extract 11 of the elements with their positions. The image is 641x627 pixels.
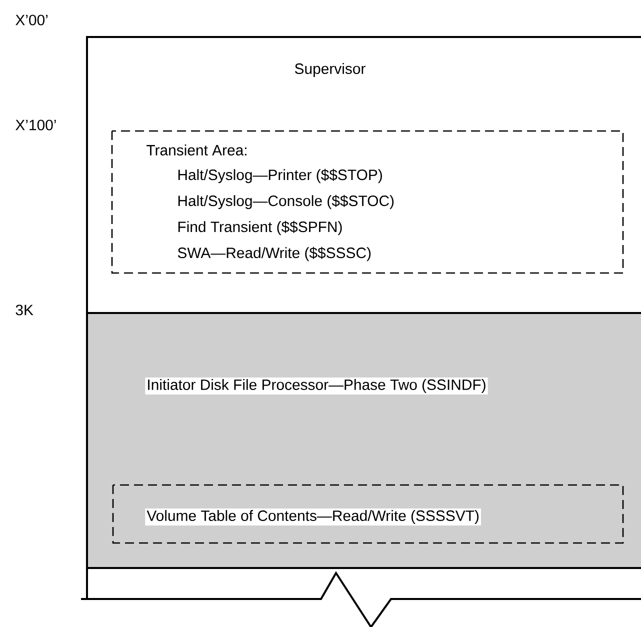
box-label: Volume Table of Contents—Read/Write (SSSSVT) (145, 508, 481, 526)
list-item: Halt/Syslog—Printer ($$STOP) (178, 168, 382, 184)
address-label: 3K (16, 304, 34, 316)
list-heading: Transient Area: (146, 144, 246, 156)
address-label: X’00’ (16, 14, 48, 26)
region-label: Supervisor (294, 63, 366, 77)
list-item: SWA—Read/Write ($$SSSC) (178, 246, 371, 262)
list-item: Find Transient ($$SPFN) (178, 220, 342, 236)
address-label: X’100’ (16, 120, 56, 130)
region-label: Initiator Disk File Processor—Phase Two (SSINDF) (145, 378, 488, 394)
list-item: Halt/Syslog—Console ($$STOC) (178, 194, 394, 210)
